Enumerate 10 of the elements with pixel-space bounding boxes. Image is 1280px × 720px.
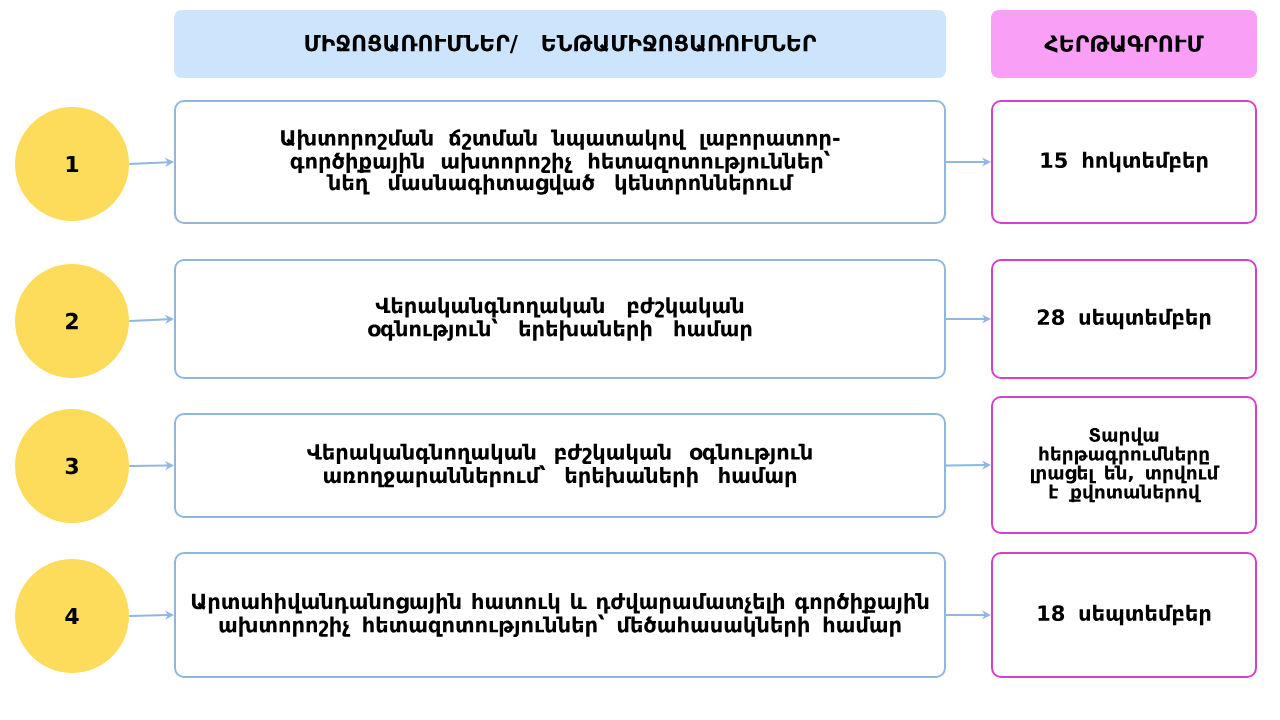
date-box: 18 սեպտեմբեր: [991, 552, 1257, 678]
measure-box: Ախտորոշման ճշտման նպատակով լաբորատոր-գործիքային ախտորոշիչ հետազոտություններ՝ նեղ մասնագիտացված կենտրոններում: [174, 100, 946, 224]
date-box: 15 հոկտեմբեր: [991, 100, 1257, 224]
header-box: ՄԻՋՈՑԱՌՈՒՄՆԵՐ/ ԵՆԹԱՄԻՋՈՑԱՌՈՒՄՆԵՐ: [174, 10, 946, 78]
measure-box: Արտահիվանդանոցային հատուկ և դժվարամատչելի գործիքային ախտորոշիչ հետազոտություններ՝ մեծահասակների համար: [174, 552, 946, 678]
measure-box: Վերականգնողական բժշկական օգնություն առողջարաններում՝ երեխաների համար: [174, 413, 946, 518]
measure-box: Վերականգնողական բժշկական օգնություն՝ երեխաների համար: [174, 259, 946, 379]
header-box: ՀԵՐԹԱԳՐՈՒՄ: [991, 10, 1257, 78]
date-box: 28 սեպտեմբեր: [991, 259, 1257, 379]
date-box: Տարվա հերթագրումները լրացել են, տրվում է քվոտաներով: [991, 396, 1257, 534]
